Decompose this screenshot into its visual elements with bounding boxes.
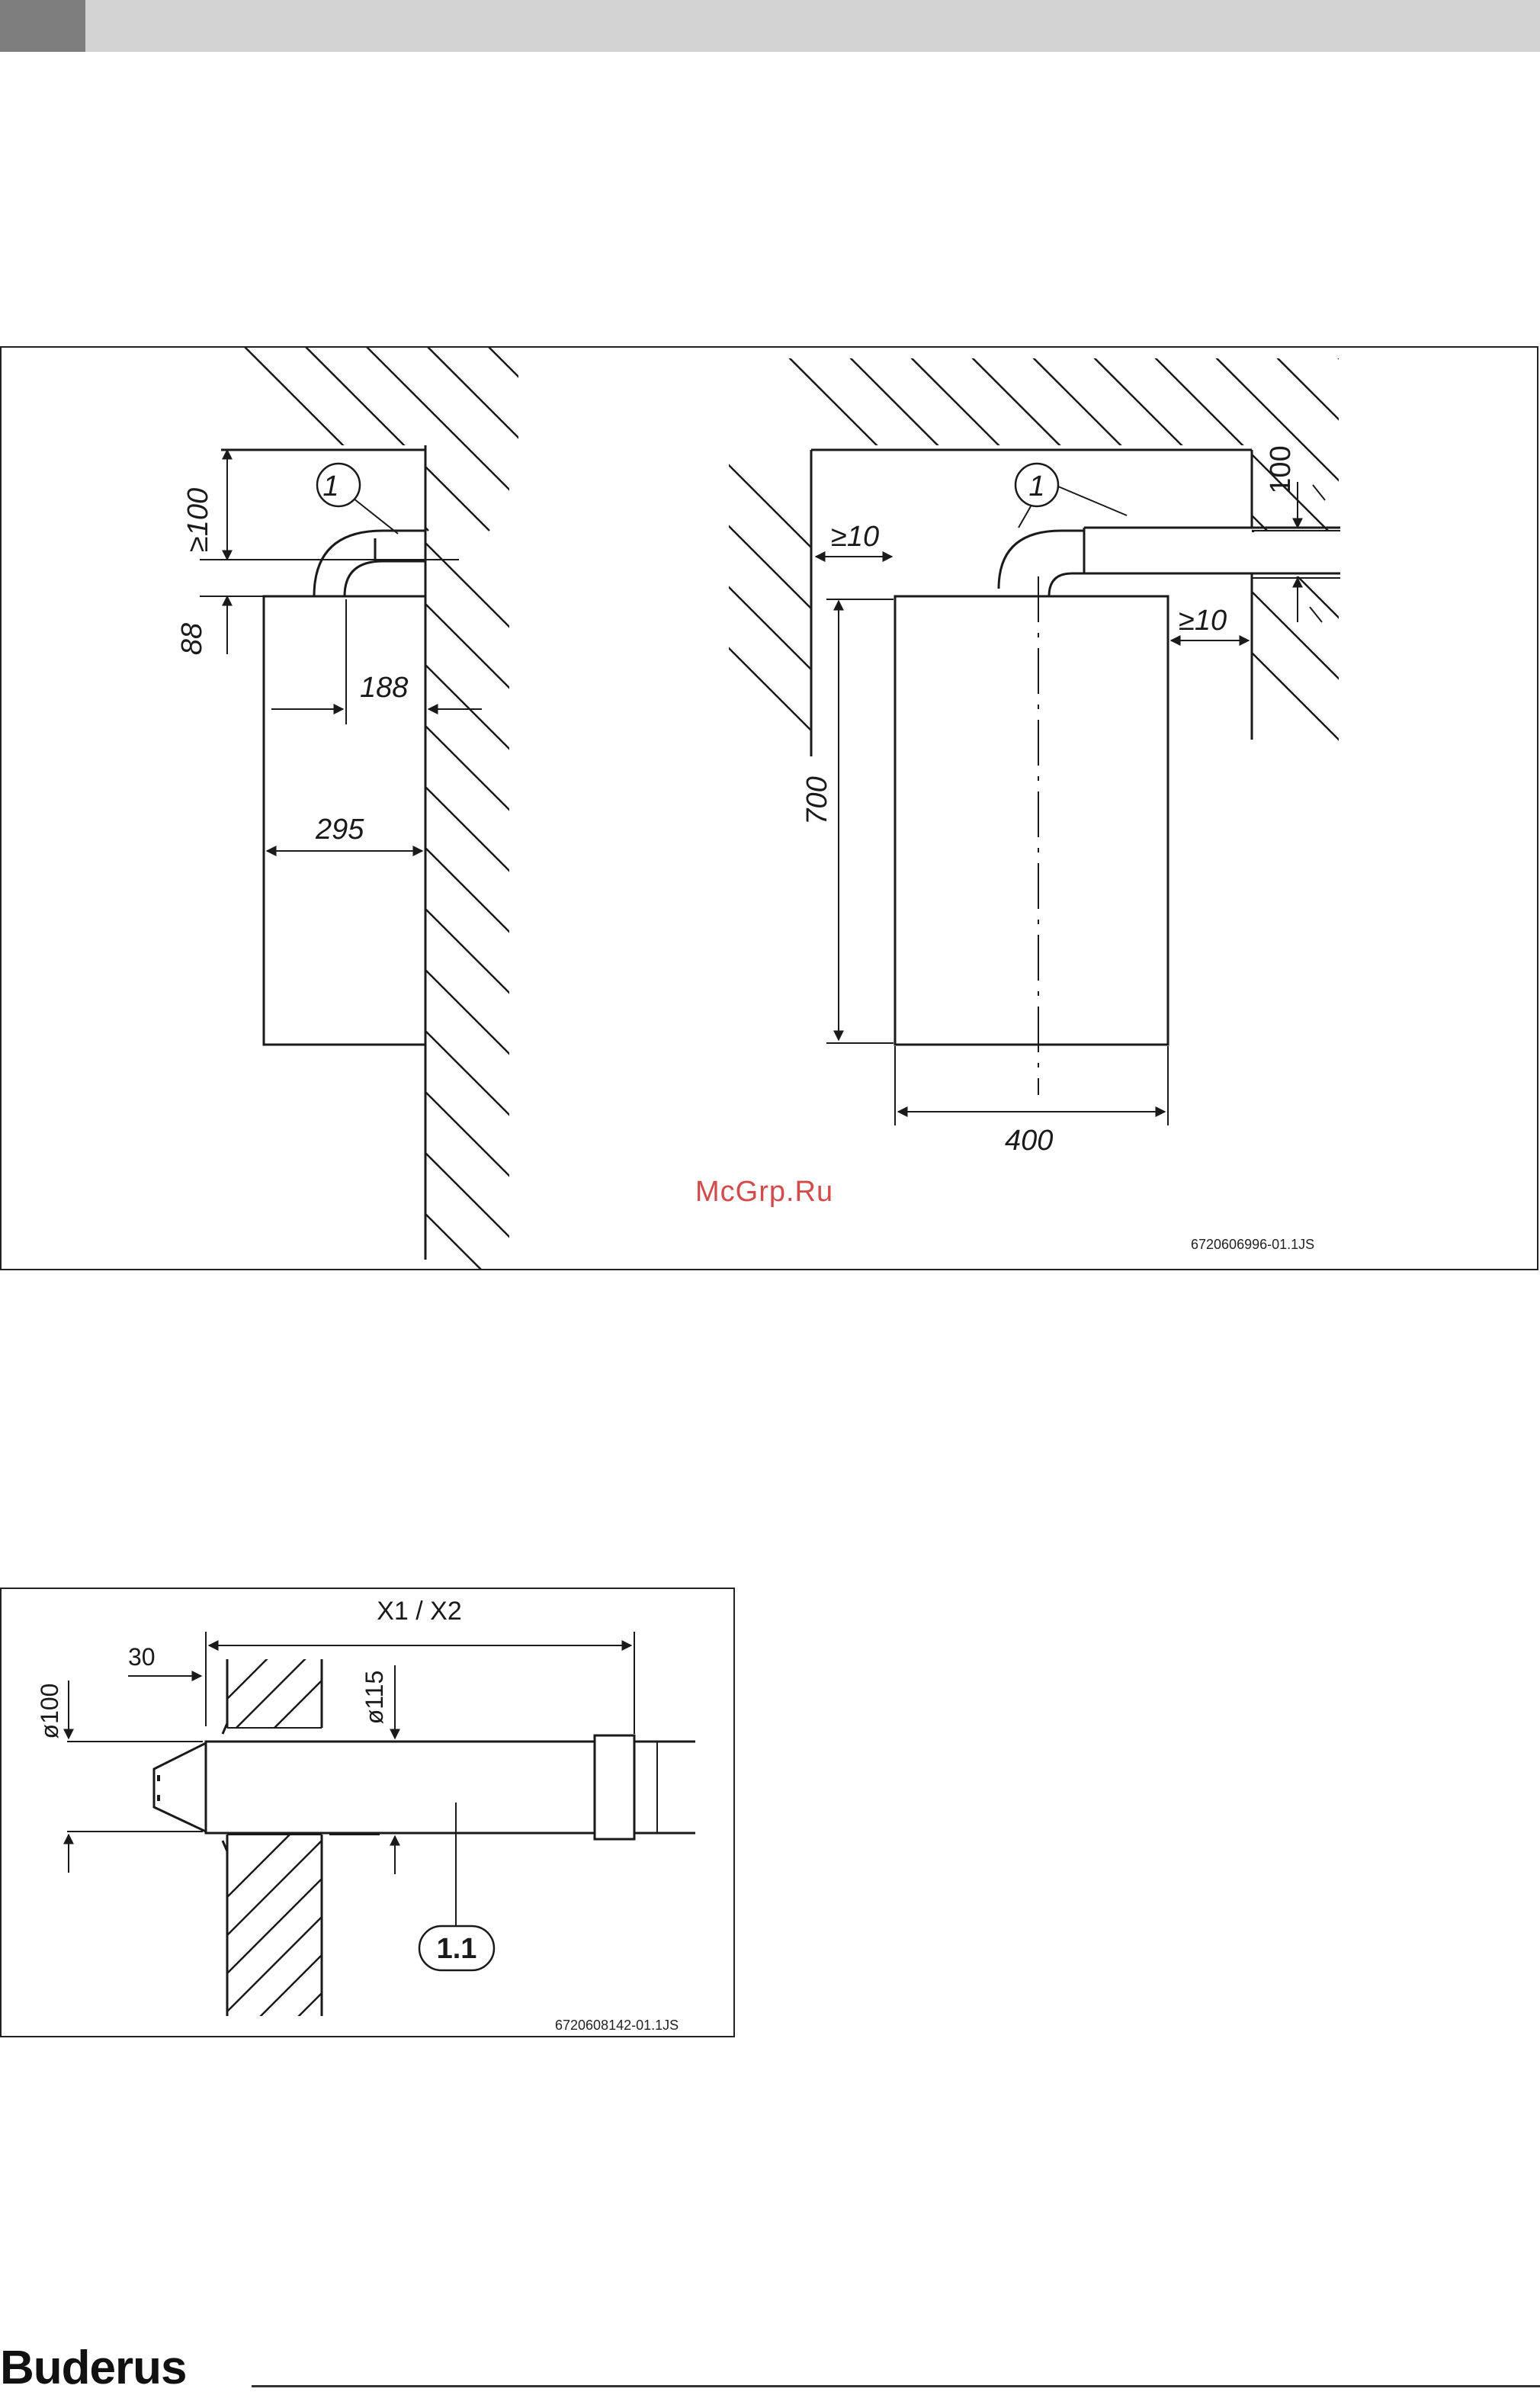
- flue-pipe-drawing: X1 / X2 30 ø100 ø115 1.1: [2, 1589, 733, 2036]
- installation-clearance-figure: ≥100 88 188 295 1: [0, 346, 1538, 1270]
- dim-100: 100: [1265, 445, 1297, 493]
- watermark: McGrp.Ru: [695, 1176, 833, 1209]
- header-bar-tab: [0, 0, 85, 52]
- figure-code: 6720606996-01.1JS: [1191, 1237, 1314, 1253]
- wall-hatch-right: [672, 348, 1511, 836]
- dim-dia100: ø100: [36, 1684, 63, 1739]
- callout-1-1: 1.1: [437, 1933, 477, 1965]
- flue-pipe-figure: X1 / X2 30 ø100 ø115 1.1 6720608142-01.1…: [0, 1588, 735, 2037]
- callout-1-left: 1: [322, 470, 338, 502]
- installation-clearance-drawing: ≥100 88 188 295 1: [2, 348, 1537, 1269]
- dim-dia115: ø115: [361, 1671, 388, 1725]
- dim-88: 88: [176, 623, 208, 655]
- wall-hatch-left: [154, 348, 672, 1269]
- callout-1-right: 1: [1028, 470, 1044, 502]
- dim-700: 700: [801, 776, 833, 824]
- brand-logo: Buderus: [0, 2341, 186, 2395]
- wall-hatch: [215, 1589, 337, 2036]
- dim-gte100: ≥100: [182, 488, 214, 552]
- dim-30: 30: [128, 1643, 156, 1671]
- dim-188: 188: [360, 672, 408, 704]
- side-view: [200, 445, 482, 1260]
- dim-400: 400: [1005, 1125, 1053, 1157]
- header-bar: [85, 0, 1540, 52]
- front-view: [811, 450, 1340, 1125]
- footer-rule: [252, 2385, 1540, 2387]
- dim-gte10-right: ≥10: [1179, 605, 1227, 637]
- dim-295: 295: [315, 814, 364, 846]
- figure-code: 6720608142-01.1JS: [555, 2018, 679, 2034]
- dim-gte10-left: ≥10: [831, 521, 879, 553]
- dim-x1-x2: X1 / X2: [377, 1597, 462, 1626]
